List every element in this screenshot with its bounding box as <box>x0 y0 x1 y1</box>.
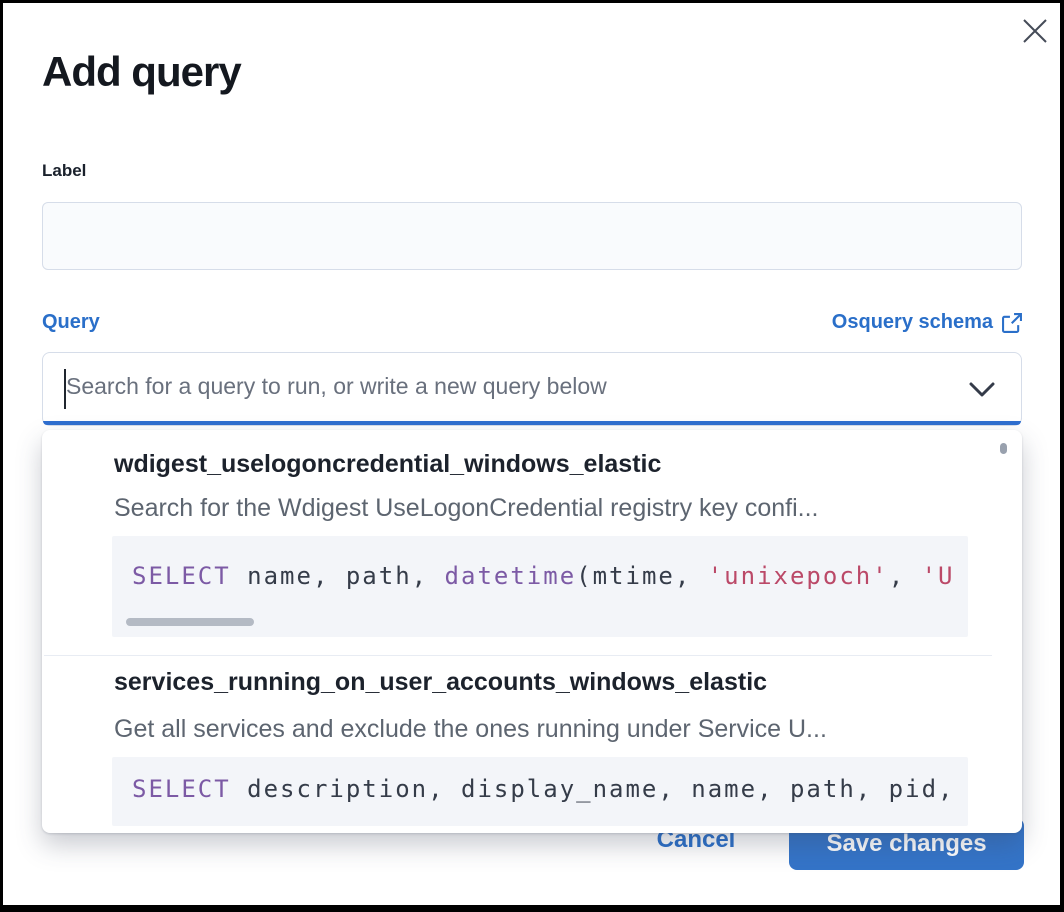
query-suggestions-dropdown: wdigest_uselogoncredential_windows_elast… <box>42 430 1022 833</box>
close-icon-glyph <box>1023 18 1047 43</box>
osquery-schema-link[interactable]: Osquery schema <box>832 311 1023 334</box>
sql-code: SELECT description, display_name, name, … <box>132 775 955 803</box>
query-code-preview: SELECT name, path, datetime(mtime, 'unix… <box>112 536 968 637</box>
sql-code: SELECT name, path, datetime(mtime, 'unix… <box>132 562 955 590</box>
label-input[interactable] <box>43 203 1021 269</box>
modal-title: Add query <box>42 48 242 95</box>
query-section-header: Query Osquery schema <box>42 311 1023 334</box>
focus-underline <box>43 421 1021 425</box>
chevron-down-icon[interactable] <box>969 382 995 398</box>
option-divider <box>44 655 992 656</box>
close-icon[interactable] <box>1018 15 1052 49</box>
query-option-title: wdigest_uselogoncredential_windows_elast… <box>114 450 662 478</box>
query-option-description: Search for the Wdigest UseLogonCredentia… <box>114 494 819 522</box>
query-option-title: services_running_on_user_accounts_window… <box>114 668 768 696</box>
osquery-schema-link-label: Osquery schema <box>831 311 993 333</box>
query-field-label: Query <box>42 311 100 333</box>
query-code-preview: SELECT description, display_name, name, … <box>112 757 968 826</box>
query-search-input[interactable] <box>44 354 966 418</box>
query-option-description: Get all services and exclude the ones ru… <box>114 715 827 743</box>
horizontal-scrollbar-thumb[interactable] <box>126 618 254 626</box>
label-field-label: Label <box>42 161 87 180</box>
external-link-icon <box>1002 312 1022 333</box>
label-input-wrap <box>42 202 1022 270</box>
vertical-scrollbar-thumb[interactable] <box>1000 443 1007 454</box>
add-query-modal: Add query Label Query Osquery schema Can… <box>3 3 1060 905</box>
query-search-combobox[interactable] <box>42 352 1022 426</box>
